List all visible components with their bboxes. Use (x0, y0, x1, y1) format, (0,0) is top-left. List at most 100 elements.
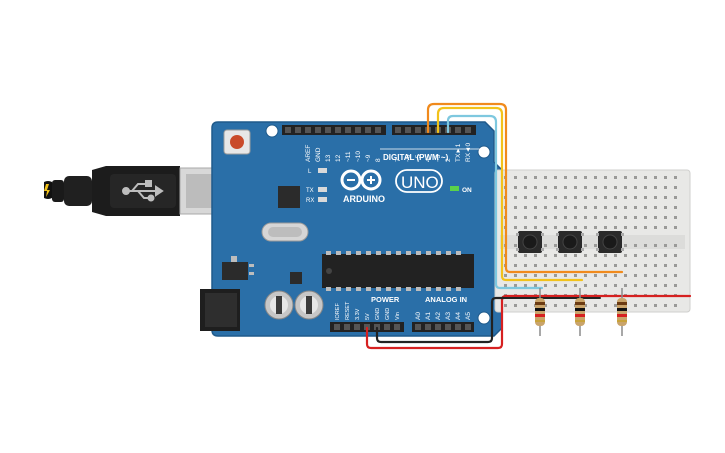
breadboard-hole (564, 284, 567, 287)
breadboard-hole (544, 254, 547, 257)
breadboard-hole (664, 196, 667, 199)
breadboard-hole (624, 274, 627, 277)
breadboard-holes (504, 176, 677, 307)
breadboard-hole (544, 216, 547, 219)
breadboard-hole (654, 206, 657, 209)
breadboard-hole (674, 176, 677, 179)
breadboard-hole (654, 186, 657, 189)
breadboard-hole (524, 186, 527, 189)
breadboard-hole (614, 176, 617, 179)
breadboard-hole (654, 196, 657, 199)
breadboard-hole (514, 254, 517, 257)
breadboard-hole (664, 254, 667, 257)
breadboard-hole (594, 186, 597, 189)
reset-button[interactable] (223, 129, 251, 155)
pushbutton-1[interactable] (516, 231, 544, 253)
breadboard-hole (634, 226, 637, 229)
breadboard-hole (534, 274, 537, 277)
pin-label: ~10 (355, 151, 362, 162)
breadboard-hole (574, 254, 577, 257)
breadboard-hole (654, 244, 657, 247)
capacitor (264, 290, 294, 320)
analog-header[interactable] (412, 322, 474, 332)
pin-label: ~6 (405, 154, 412, 162)
wire-orange[interactable] (426, 102, 624, 274)
usb-cable-tip-icon (44, 184, 50, 197)
breadboard-hole (674, 284, 677, 287)
breadboard-hole (584, 284, 587, 287)
pin-label: AREF (305, 145, 312, 162)
mount-hole (477, 145, 491, 159)
breadboard-hole (634, 304, 637, 307)
resistor-2[interactable] (575, 288, 585, 336)
breadboard-hole (614, 216, 617, 219)
power-jack[interactable] (200, 289, 240, 331)
breadboard-hole (604, 274, 607, 277)
wire-cyan[interactable] (446, 114, 544, 290)
breadboard-hole (674, 254, 677, 257)
breadboard-hole (514, 274, 517, 277)
breadboard-hole (614, 274, 617, 277)
breadboard-hole (504, 274, 507, 277)
breadboard-hole (554, 206, 557, 209)
breadboard-hole (544, 226, 547, 229)
breadboard-hole (584, 216, 587, 219)
model-badge (395, 169, 443, 193)
breadboard-hole (634, 216, 637, 219)
breadboard-hole (594, 254, 597, 257)
wire-red[interactable] (365, 294, 692, 350)
wire-black[interactable] (375, 296, 506, 344)
breadboard-hole (624, 284, 627, 287)
breadboard-hole (544, 196, 547, 199)
resistor-1[interactable] (535, 288, 545, 336)
breadboard[interactable] (494, 169, 691, 313)
breadboard-hole (524, 254, 527, 257)
breadboard-hole (654, 254, 657, 257)
breadboard-hole (554, 176, 557, 179)
voltage-regulator (222, 256, 254, 280)
wire-yellow[interactable] (436, 106, 584, 282)
breadboard-hole (644, 254, 647, 257)
breadboard-hole (664, 274, 667, 277)
breadboard-hole (524, 196, 527, 199)
pin-label: ~5 (415, 154, 422, 162)
pushbutton-2[interactable] (556, 231, 584, 253)
breadboard-hole (624, 216, 627, 219)
breadboard-hole (614, 304, 617, 307)
breadboard-hole (534, 196, 537, 199)
breadboard-hole (554, 186, 557, 189)
breadboard-hole (514, 216, 517, 219)
breadboard-hole (644, 244, 647, 247)
breadboard-hole (554, 274, 557, 277)
breadboard-hole (584, 226, 587, 229)
breadboard-hole (514, 206, 517, 209)
pin-label: GND (315, 147, 322, 162)
pushbutton-3[interactable] (596, 231, 624, 253)
breadboard-hole (564, 304, 567, 307)
breadboard-hole (514, 196, 517, 199)
breadboard-hole (594, 284, 597, 287)
pin-label: RX◄0 (465, 143, 472, 162)
breadboard-hole (634, 274, 637, 277)
pin-label: ~11 (345, 151, 352, 162)
breadboard-hole (674, 264, 677, 267)
breadboard-hole (554, 254, 557, 257)
breadboard-hole (604, 264, 607, 267)
breadboard-hole (644, 176, 647, 179)
breadboard-hole (594, 206, 597, 209)
breadboard-hole (624, 186, 627, 189)
breadboard-hole (524, 216, 527, 219)
resistor-3[interactable] (617, 288, 627, 336)
breadboard-hole (554, 196, 557, 199)
breadboard-hole (524, 284, 527, 287)
breadboard-hole (614, 226, 617, 229)
breadboard-hole (514, 176, 517, 179)
breadboard-hole (514, 244, 517, 247)
led-on-label: ON (462, 187, 472, 194)
breadboard-hole (574, 186, 577, 189)
breadboard-hole (594, 264, 597, 267)
breadboard-hole (564, 216, 567, 219)
led-l-label: L (308, 169, 312, 175)
